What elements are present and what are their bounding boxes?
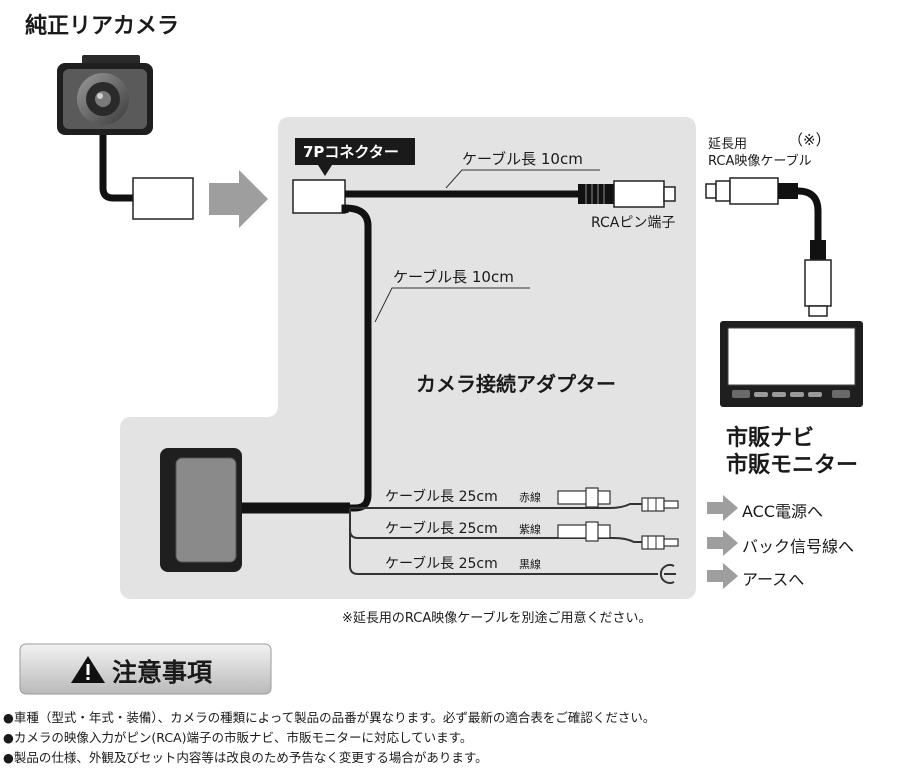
monitor-icon (720, 321, 863, 407)
extension-note-mark: （※） (788, 131, 831, 149)
wire-color-label: 赤線 (519, 491, 541, 504)
adapter-title: カメラ接続アダプター (416, 372, 616, 396)
wire-color-label: 黒線 (519, 558, 541, 571)
7p-connector (292, 179, 346, 214)
caution-item: ●車種（型式・年式・装備）、カメラの種類によって製品の品番が異なります。必ず最新… (3, 710, 656, 725)
cable-vertical-length-label: ケーブル長 10cm (393, 268, 514, 286)
arrow-icon (707, 495, 738, 521)
arrow-icon (707, 530, 738, 556)
wire-color-label: 紫線 (519, 523, 541, 536)
rear-camera (57, 55, 153, 135)
wire-destination-label: アースへ (742, 570, 805, 589)
extension-label-line2: RCA映像ケーブル (708, 154, 812, 169)
caution-title: 注意事項 (112, 658, 213, 687)
arrow-icon (707, 563, 738, 589)
adapter-box (160, 448, 242, 572)
extension-rca-cable (705, 177, 832, 317)
footnote: ※延長用のRCA映像ケーブルを別途ご用意ください。 (342, 611, 652, 626)
wire-destination-label: ACC電源へ (742, 502, 824, 521)
caution-item: ●製品の仕様、外観及びセット内容等は改良のため予告なく変更する場合があります。 (3, 750, 488, 765)
connector-label: 7Pコネクター (303, 143, 399, 161)
cable-rca-length-label: ケーブル長 10cm (462, 150, 583, 168)
fuse-holder (557, 487, 611, 542)
adapter-panel (120, 117, 696, 599)
monitor-label-line1: 市販ナビ (726, 426, 815, 451)
splice-connector (641, 497, 679, 550)
camera-connector (132, 177, 194, 220)
wire-destination-label: バック信号線へ (742, 537, 855, 556)
wire-length-label: ケーブル長 25cm (385, 521, 498, 537)
camera-title: 純正リアカメラ (25, 14, 180, 39)
rca-pin-plug (578, 180, 676, 208)
wire-length-label: ケーブル長 25cm (385, 556, 498, 572)
rca-pin-label: RCAピン端子 (591, 215, 676, 231)
warning-icon (71, 656, 105, 683)
ground-terminal-icon (648, 564, 676, 584)
arrow-icon (209, 170, 268, 228)
monitor-label-line2: 市販モニター (726, 453, 859, 478)
caution-item: ●カメラの映像入力がピン(RCA)端子の市販ナビ、市販モニターに対応しています。 (3, 730, 473, 745)
wire-length-label: ケーブル長 25cm (385, 489, 498, 505)
extension-label-line1: 延長用 (708, 137, 748, 152)
